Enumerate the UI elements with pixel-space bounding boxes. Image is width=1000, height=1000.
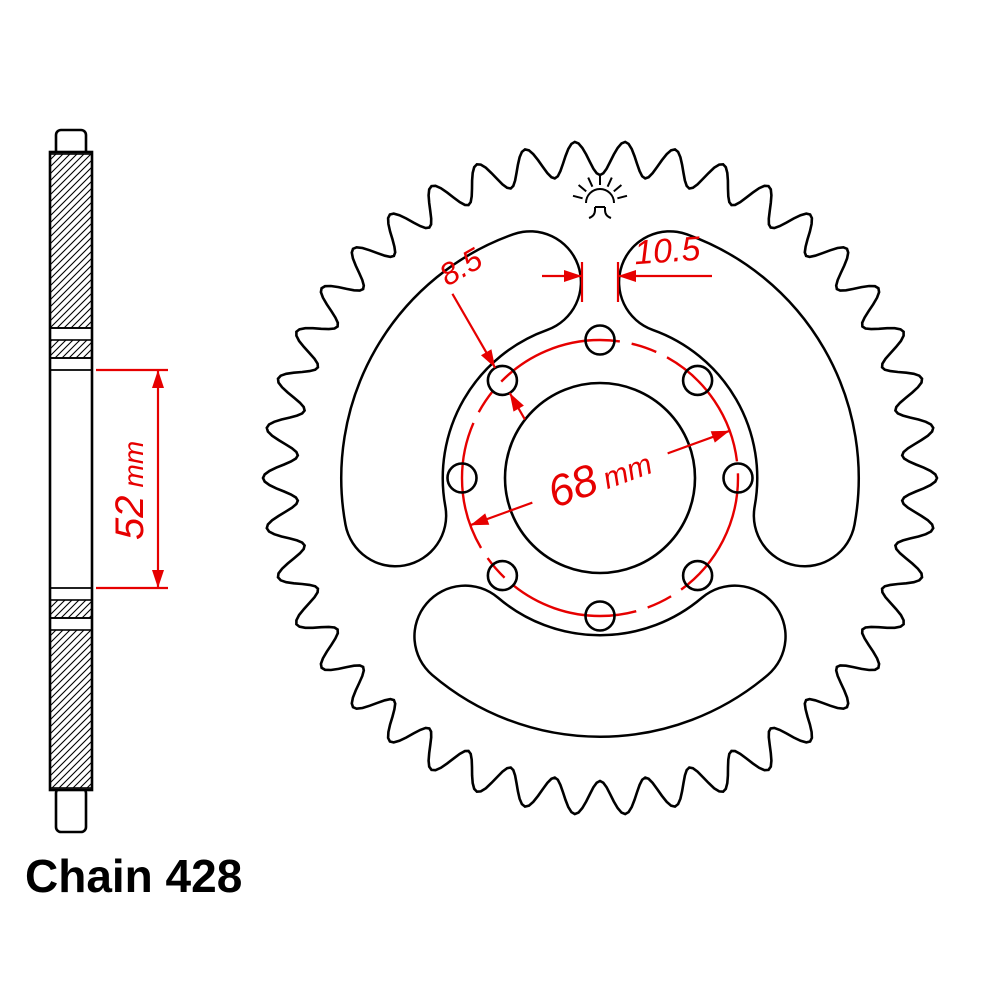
side-hatch-lower	[49, 629, 93, 789]
center-bore	[503, 381, 697, 575]
dimension-52mm: 52mm	[96, 368, 168, 590]
dimension-arrow	[481, 349, 496, 368]
dimension-arrow	[618, 270, 636, 282]
side-bottom-cap	[54, 786, 88, 834]
dimension-68mm-label-bg	[523, 428, 673, 515]
bolt-hole	[722, 462, 754, 494]
kidney-cutout-inner	[620, 232, 858, 565]
side-separator-lines	[50, 327, 92, 619]
lightening-cutouts	[340, 230, 860, 738]
dimension-arrow	[564, 270, 582, 282]
bolt-hole	[681, 559, 714, 592]
sun-ray-icon	[572, 194, 583, 200]
dimension-arrow	[470, 513, 490, 526]
bolt-hole	[486, 559, 519, 592]
chain-size-label: Chain 428	[25, 850, 242, 902]
side-hatch-band-upper	[49, 339, 93, 359]
logo-mark-icon	[588, 206, 612, 219]
dimension-arrow	[710, 430, 730, 443]
sun-ray-icon	[613, 184, 623, 193]
kidney-cutout-inner	[415, 586, 785, 736]
sun-ray-icon	[617, 194, 628, 200]
pitch-circle	[460, 338, 740, 618]
dimension-arrow	[509, 393, 524, 412]
dimension-10-5-label: 10.5	[633, 230, 702, 273]
bolt-hole	[584, 600, 616, 632]
kidney-cutout-inner	[342, 232, 580, 565]
sun-ray-icon	[606, 177, 613, 188]
dimension-arrow	[152, 570, 164, 588]
dimension-arrow	[152, 370, 164, 388]
sun-arc-icon	[585, 188, 615, 204]
bolt-hole	[681, 364, 714, 397]
side-hatch-band-lower	[49, 599, 93, 619]
dimension-10-5: 10.5	[542, 230, 712, 302]
sun-ray-icon	[577, 184, 587, 193]
dimension-arrows	[152, 270, 730, 588]
side-hatch-upper	[49, 153, 93, 329]
sprocket-side-view	[48, 128, 94, 834]
bolt-hole	[584, 324, 616, 356]
sunrise-logo	[572, 175, 628, 219]
bolt-hole	[446, 462, 478, 494]
sun-rays-icon	[572, 175, 628, 200]
bolt-holes	[446, 324, 754, 632]
dimension-52mm-label: 52mm	[108, 441, 152, 540]
bolt-hole	[486, 364, 519, 397]
sun-ray-icon	[587, 177, 594, 188]
